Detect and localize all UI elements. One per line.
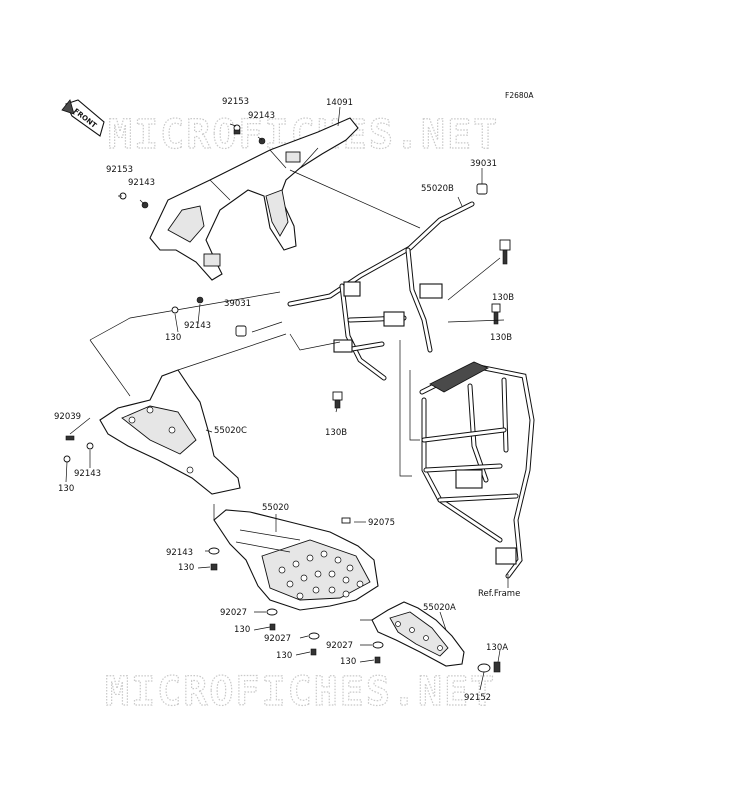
ref-frame-label: Ref.Frame [478, 589, 520, 599]
label-92143-lower: 92143 [74, 469, 101, 479]
label-92153-top: 92153 [222, 97, 249, 107]
label-55020C: 55020C [214, 426, 247, 436]
nut-92143-top [258, 137, 266, 145]
assembly-lines [89, 169, 421, 621]
bolt-130-a [269, 623, 276, 631]
label-92027-b: 92027 [264, 634, 291, 644]
label-55020A: 55020A [423, 603, 456, 613]
label-130A: 130A [486, 643, 508, 653]
label-92027-c: 92027 [326, 641, 353, 651]
front-arrow-icon: FRONT [61, 99, 105, 137]
collar-92027-c [372, 641, 384, 649]
nut-92143-lower [86, 442, 94, 450]
label-92143-top: 92143 [248, 111, 275, 121]
label-92027-a: 92027 [220, 608, 247, 618]
bolt-130-c [374, 656, 381, 664]
label-39031-right: 39031 [470, 159, 497, 169]
callout-labels: 92153 92143 14091 92153 92143 39031 5502… [54, 97, 520, 703]
watermark-bottom: MICROFICHES.NET [105, 669, 496, 715]
bolt-130B-3 [332, 391, 343, 409]
bolt-92153-top [233, 124, 241, 135]
front-guard-14091 [149, 117, 359, 281]
figure-code: F2680A [505, 91, 534, 100]
label-130B-1: 130B [492, 293, 514, 303]
collar-92027-a [266, 608, 278, 616]
bolt-130-plate [210, 563, 218, 571]
washer-130-mid [171, 306, 179, 314]
bolt-130B-1 [499, 239, 511, 265]
nut-92143-mid [196, 296, 204, 304]
label-92143-left: 92143 [128, 178, 155, 188]
label-39031-mid: 39031 [224, 299, 251, 309]
bumper-92075 [341, 517, 351, 524]
label-130-plate: 130 [178, 563, 194, 573]
label-130-mid: 130 [165, 333, 181, 343]
collar-92027-b [308, 632, 320, 640]
label-55020B: 55020B [421, 184, 454, 194]
label-92039: 92039 [54, 412, 81, 422]
cap-39031-mid [235, 325, 247, 337]
reference-frame [419, 361, 535, 579]
washer-92152 [477, 663, 491, 673]
label-130B-3: 130B [325, 428, 347, 438]
label-130-b: 130 [276, 651, 292, 661]
tube-frame-55020B [287, 201, 475, 381]
label-130-a: 130 [234, 625, 250, 635]
label-55020: 55020 [262, 503, 289, 513]
cap-39031-right [476, 183, 488, 195]
label-92152: 92152 [464, 693, 491, 703]
bolt-130-lower [63, 455, 71, 463]
plate-holes [278, 550, 364, 600]
label-92075: 92075 [368, 518, 395, 528]
skid-plate-55020 [213, 509, 379, 611]
label-14091: 14091 [326, 98, 353, 108]
leader-lines [65, 106, 509, 691]
label-92143-plate: 92143 [166, 548, 193, 558]
label-130-lower: 130 [58, 484, 74, 494]
bolt-130B-2 [491, 303, 501, 325]
label-130B-2: 130B [490, 333, 512, 343]
skid-plate-55020C [99, 369, 241, 495]
bolt-130A [493, 661, 501, 673]
clip-92039 [65, 435, 75, 441]
label-130-c: 130 [340, 657, 356, 667]
bolt-130-b [310, 648, 317, 656]
label-92143-mid: 92143 [184, 321, 211, 331]
skid-plate-55020A [371, 601, 465, 667]
nut-92143-plate [208, 547, 220, 555]
label-92153-left: 92153 [106, 165, 133, 175]
